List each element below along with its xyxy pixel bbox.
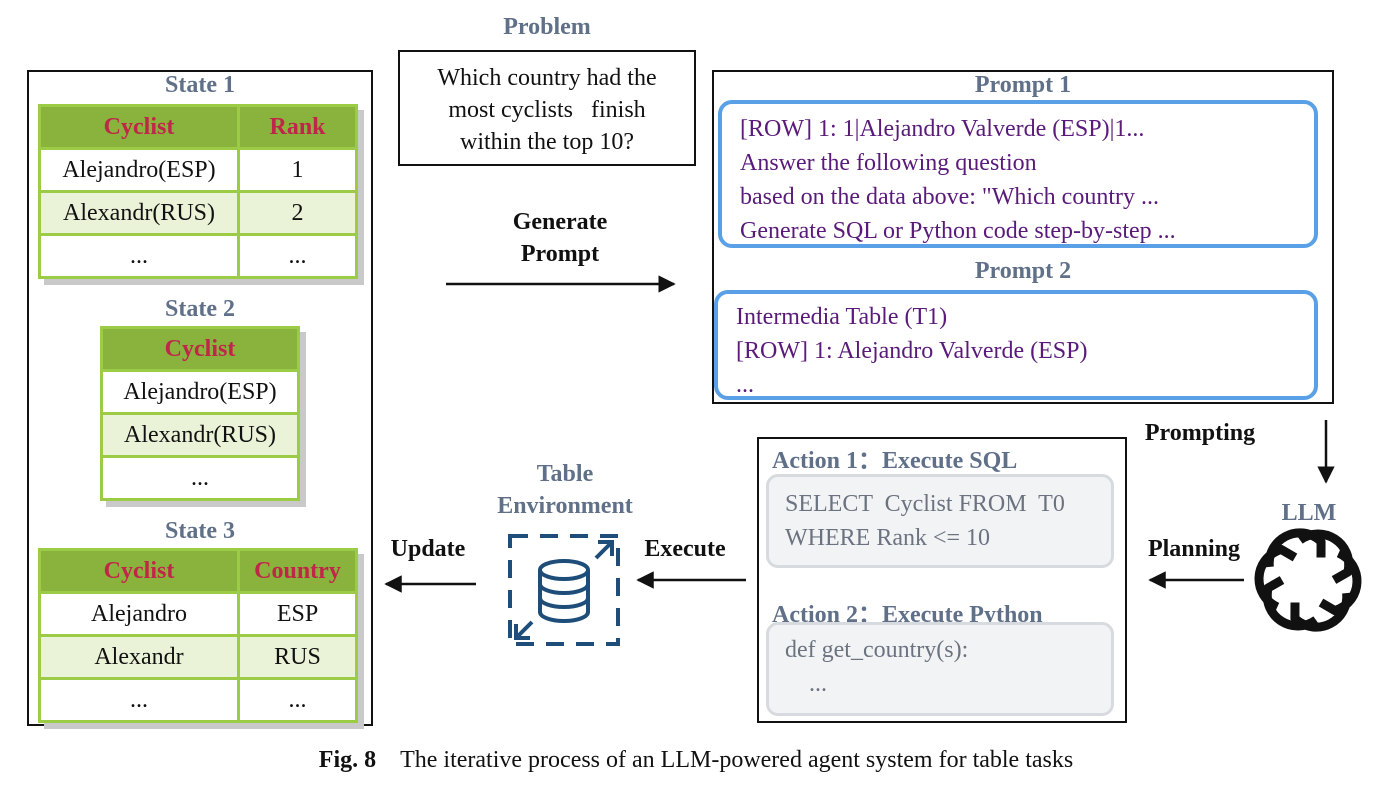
- header-cyclist: Cyclist: [38, 548, 240, 594]
- table-environment-label: Table Environment: [470, 458, 660, 522]
- action-2-code: def get_country(s): ...: [766, 622, 1114, 716]
- state-3-title: State 3: [165, 518, 235, 544]
- prompt-2-box: Intermedia Table (T1) [ROW] 1: Alejandro…: [714, 290, 1318, 400]
- prompt-2-title: Prompt 2: [974, 258, 1072, 284]
- table-cell: ESP: [237, 591, 358, 637]
- header-cyclist: Cyclist: [38, 104, 240, 150]
- code-line: def get_country(s):: [785, 637, 969, 663]
- problem-title: Problem: [503, 14, 591, 40]
- code-line: ...: [785, 671, 827, 697]
- prompting-label: Prompting: [1144, 420, 1256, 446]
- action-1-code: SELECT Cyclist FROM T0 WHERE Rank <= 10: [766, 474, 1114, 568]
- table-cell: RUS: [237, 634, 358, 680]
- prompt-line: ...: [736, 372, 754, 398]
- table-cell: Alexandr(RUS): [38, 190, 240, 236]
- env-label-line: Table: [536, 461, 594, 487]
- prompt-1-box: [ROW] 1: 1|Alejandro Valverde (ESP)|1...…: [718, 100, 1318, 248]
- database-icon: [508, 534, 620, 646]
- prompt-line: Generate SQL or Python code step-by-step…: [740, 218, 1176, 244]
- problem-line: most cyclists finish: [448, 97, 646, 123]
- prompt-label-line: Prompt: [520, 241, 600, 267]
- state-3-table: Cyclist Country Alejandro ESP Alexandr R…: [38, 548, 358, 723]
- header-rank: Rank: [237, 104, 358, 150]
- prompt-line: Answer the following question: [740, 150, 1037, 176]
- table-cell: ...: [100, 455, 300, 501]
- problem-line: Which country had the: [437, 65, 657, 91]
- generate-label-line: Generate: [512, 209, 608, 235]
- openai-logo-icon: [1248, 522, 1368, 639]
- action-1-title: Action 1：Execute SQL: [772, 448, 1018, 474]
- state-2-table: Cyclist Alejandro(ESP) Alexandr(RUS) ...: [100, 326, 300, 501]
- table-cell: 2: [237, 190, 358, 236]
- state-1-table: Cyclist Rank Alejandro(ESP) 1 Alexandr(R…: [38, 104, 358, 279]
- problem-line: within the top 10?: [460, 129, 634, 155]
- table-cell: Alejandro: [38, 591, 240, 637]
- figure-caption: Fig. 8 The iterative process of an LLM-po…: [0, 747, 1392, 774]
- prompt-line: [ROW] 1: 1|Alejandro Valverde (ESP)|1...: [740, 116, 1145, 142]
- caption-text: The iterative process of an LLM-powered …: [400, 747, 1074, 773]
- header-cyclist: Cyclist: [100, 326, 300, 372]
- prompt-line: [ROW] 1: Alejandro Valverde (ESP): [736, 338, 1088, 364]
- env-label-line: Environment: [497, 493, 633, 519]
- planning-label: Planning: [1147, 536, 1241, 562]
- table-cell: ...: [237, 677, 358, 723]
- caption-fig-number: Fig. 8: [318, 747, 377, 773]
- code-line: SELECT Cyclist FROM T0: [785, 491, 1065, 517]
- generate-prompt-label: Generate Prompt: [470, 206, 650, 270]
- table-cell: Alexandr(RUS): [100, 412, 300, 458]
- code-line: WHERE Rank <= 10: [785, 525, 991, 551]
- update-label: Update: [390, 536, 466, 562]
- llm-label: LLM: [1281, 500, 1337, 526]
- table-cell: ...: [38, 677, 240, 723]
- problem-box: Which country had the most cyclists fini…: [398, 50, 696, 166]
- prompt-1-title: Prompt 1: [974, 72, 1072, 98]
- prompt-line: based on the data above: "Which country …: [740, 184, 1159, 210]
- prompt-line: Intermedia Table (T1): [736, 304, 948, 330]
- table-cell: ...: [38, 233, 240, 279]
- table-cell: Alexandr: [38, 634, 240, 680]
- execute-label: Execute: [644, 536, 726, 562]
- table-cell: 1: [237, 147, 358, 193]
- header-country: Country: [237, 548, 358, 594]
- state-1-title: State 1: [165, 72, 235, 98]
- table-cell: ...: [237, 233, 358, 279]
- state-2-title: State 2: [165, 296, 235, 322]
- table-cell: Alejandro(ESP): [100, 369, 300, 415]
- table-cell: Alejandro(ESP): [38, 147, 240, 193]
